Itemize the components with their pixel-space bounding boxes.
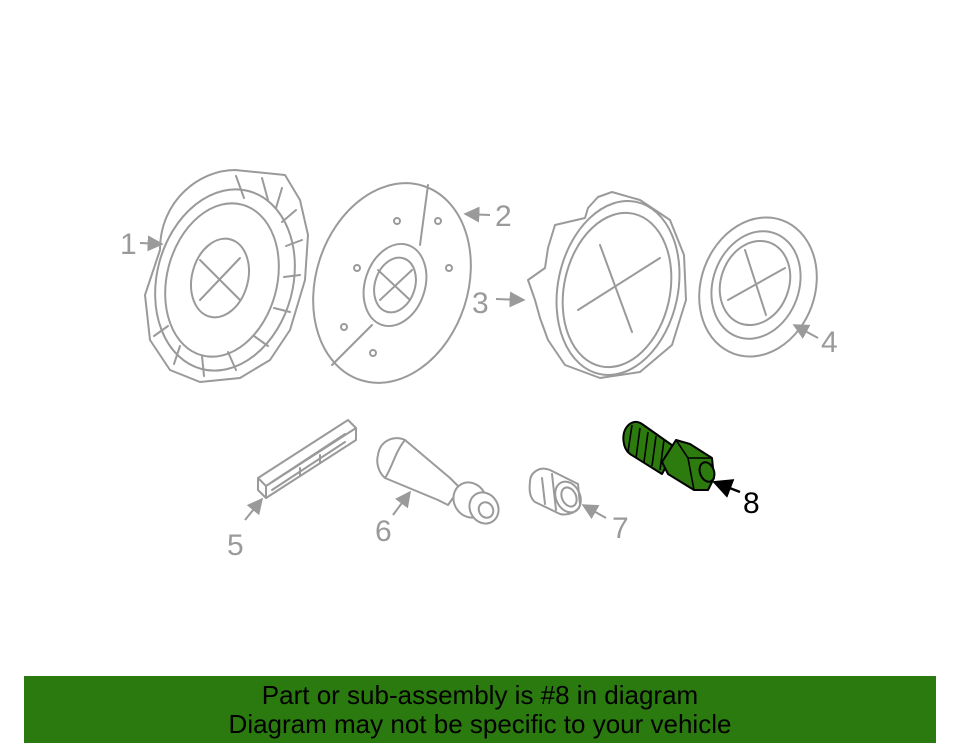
callout-2: 2 [495,200,512,233]
callout-1: 1 [120,228,137,261]
part-5-balance-weight[interactable] [257,419,357,499]
banner-line-2: Diagram may not be specific to your vehi… [228,708,732,739]
part-8-lug-bolt[interactable] [622,420,717,491]
callout-5: 5 [227,529,244,562]
callout-4: 4 [821,326,838,359]
callout-6: 6 [375,515,392,548]
callout-7: 7 [612,512,629,545]
part-1-center-cap[interactable] [136,169,315,386]
info-banner: Part or sub-assembly is #8 in diagram Di… [24,676,936,743]
callout-8: 8 [743,487,760,520]
part-6-valve-stem[interactable] [376,437,504,529]
part-7-valve-cap[interactable] [528,467,586,517]
callout-3: 3 [472,287,489,320]
part-3-emblem-cap[interactable] [527,189,695,386]
banner-line-1: Part or sub-assembly is #8 in diagram [261,679,699,710]
part-4-emblem[interactable] [680,201,836,373]
part-2-wheel-disc[interactable] [288,163,496,404]
